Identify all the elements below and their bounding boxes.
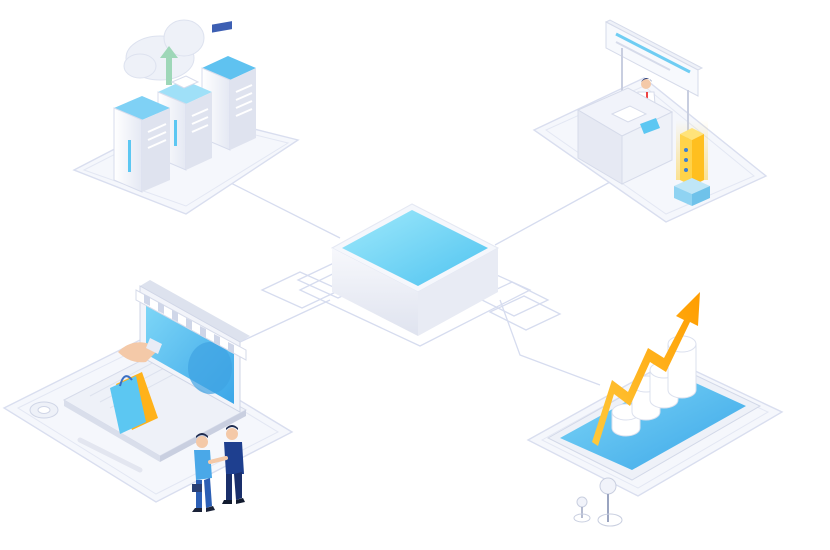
gear-icon	[30, 402, 58, 418]
cloud-icon	[124, 20, 204, 80]
info-kiosk	[534, 20, 766, 222]
growth-chart-phone	[528, 292, 782, 526]
server-cluster	[74, 20, 298, 214]
location-pin-icon	[574, 478, 622, 526]
online-shop-laptop	[4, 280, 292, 512]
glowing-tower	[674, 120, 710, 206]
central-hub	[300, 204, 530, 346]
server-rack-front	[114, 96, 170, 192]
